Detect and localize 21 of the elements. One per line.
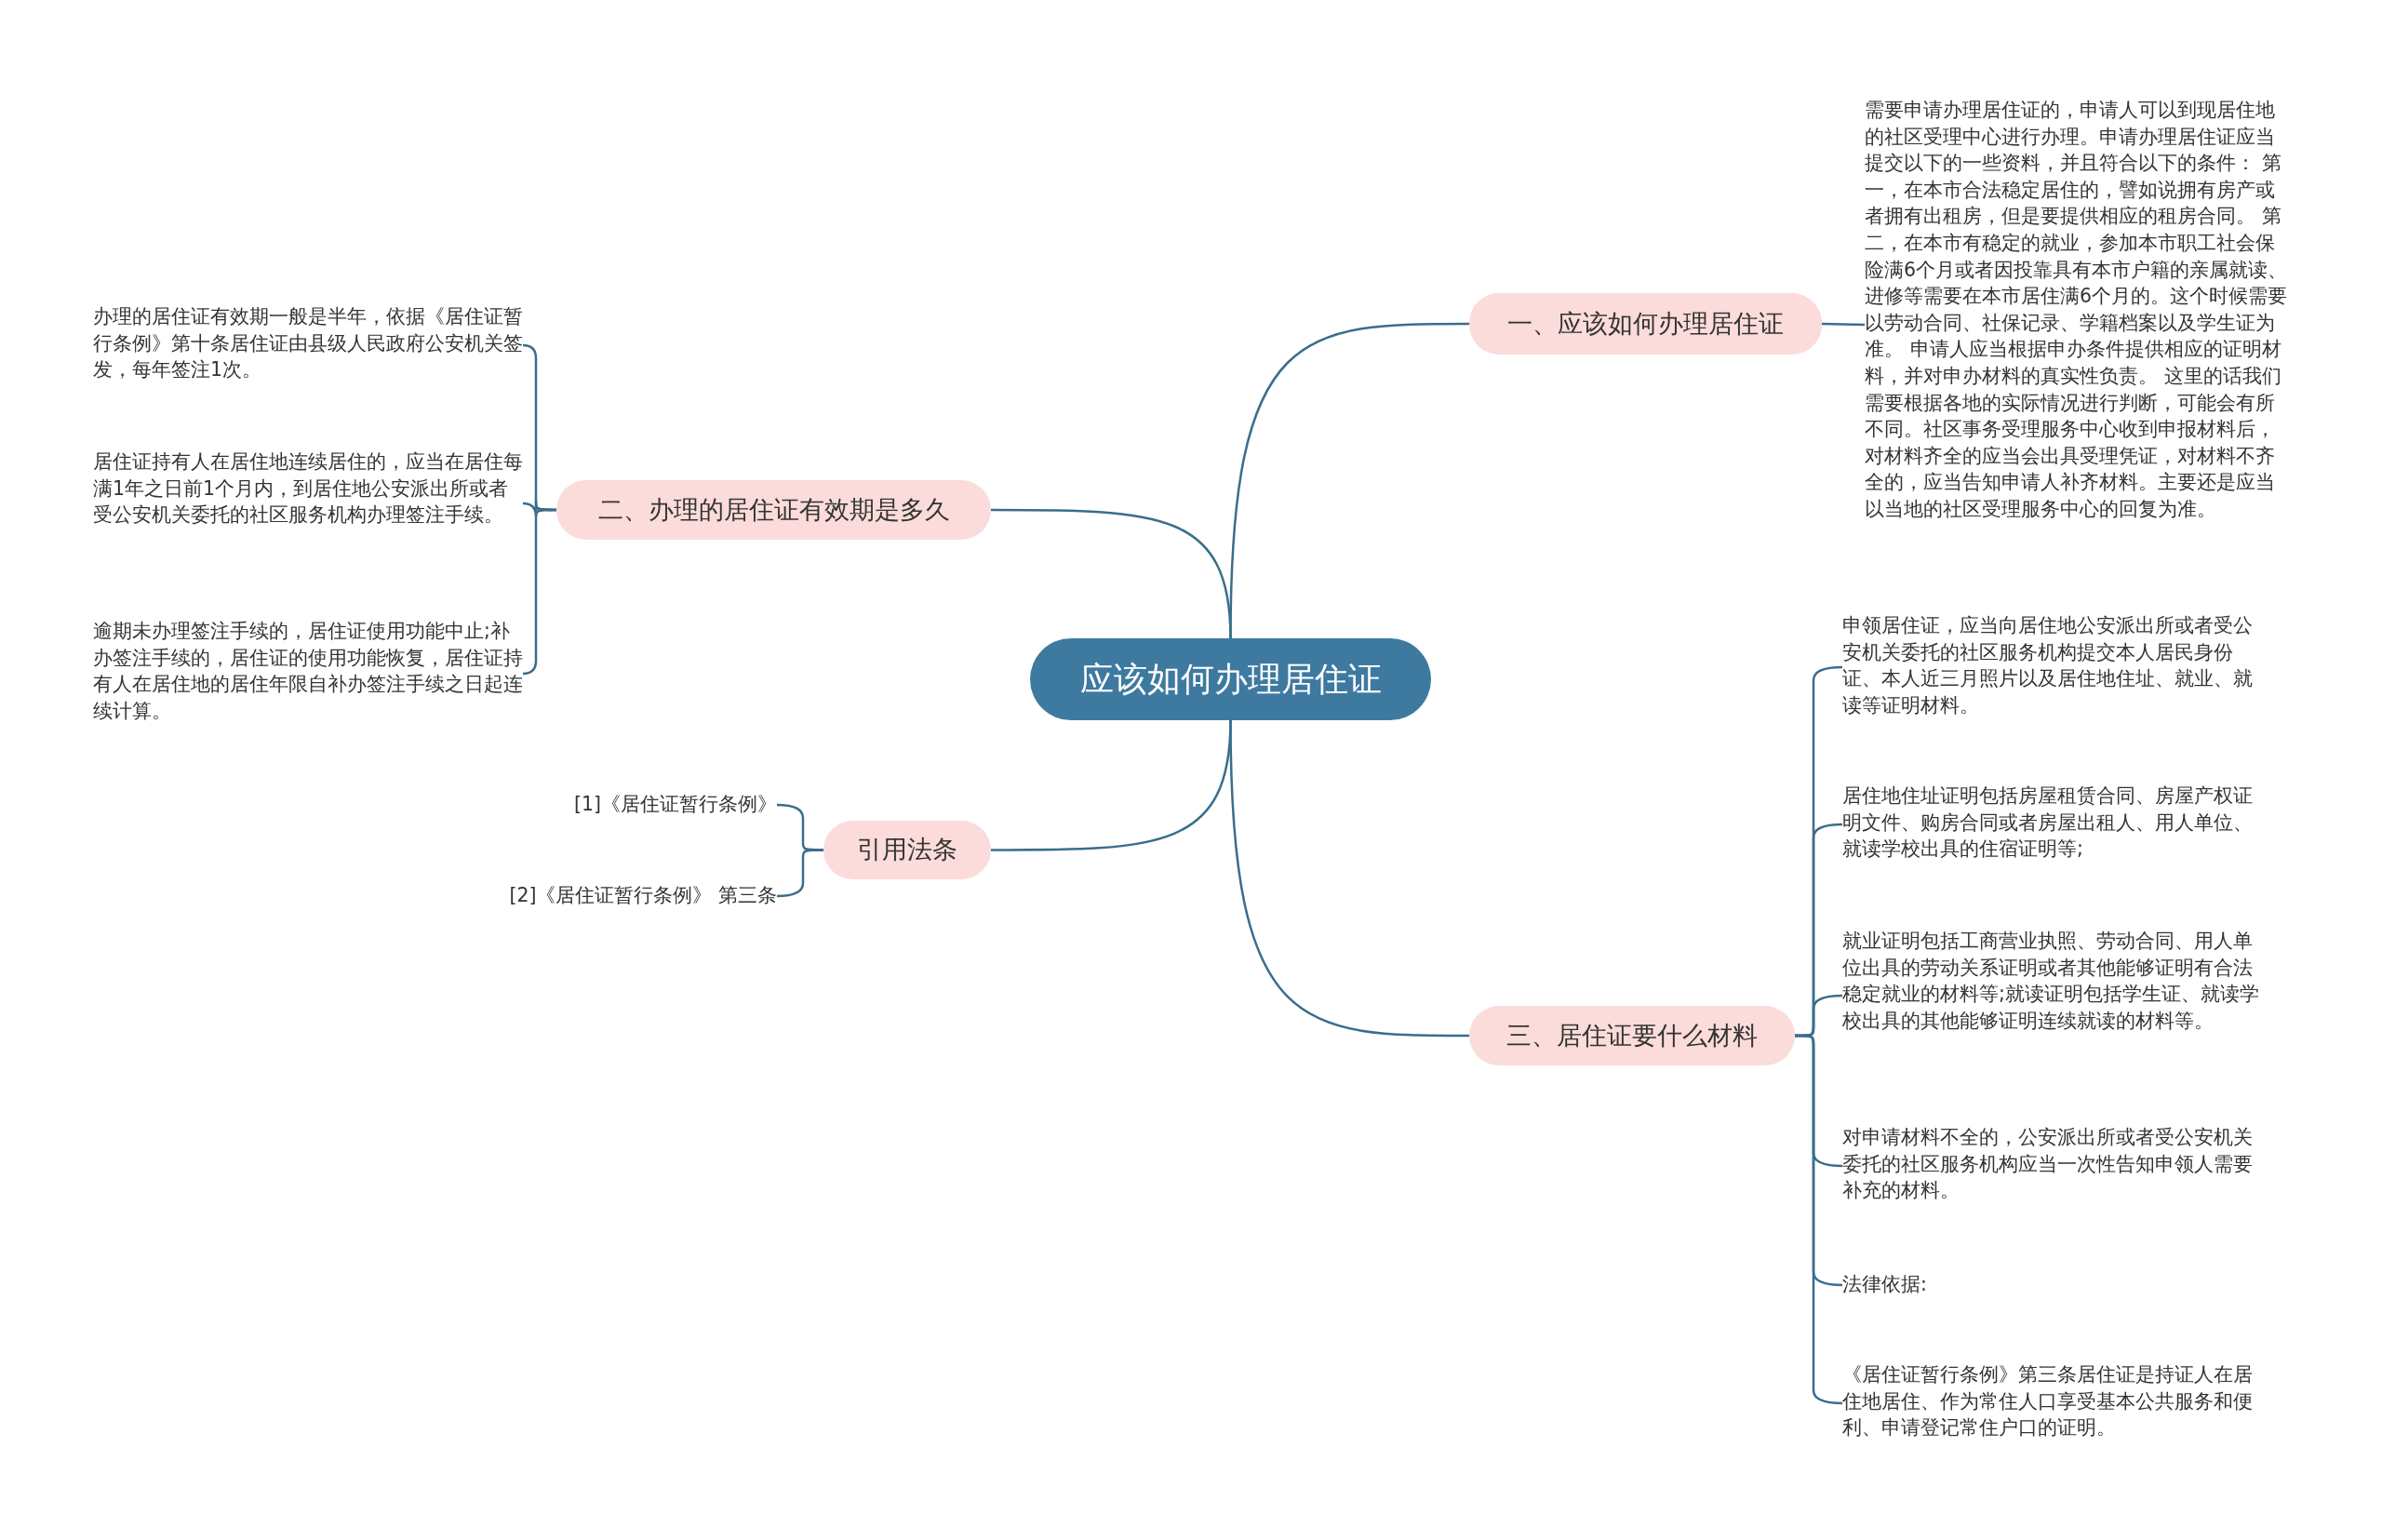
branch-topic: 引用法条 (823, 821, 991, 879)
note-text: 申领居住证，应当向居住地公安派出所或者受公安机关委托的社区服务机构提交本人居民身份证、本人近三月照片以及居住地住址、就业、就读等证明材料。 (1842, 612, 2270, 722)
note-text: [1]《居住证暂行条例》 (521, 791, 777, 819)
note-text: 需要申请办理居住证的，申请人可以到现居住地的社区受理中心进行办理。申请办理居住证应当提交以下的一些资料，并且符合以下的条件： 第一，在本市合法稳定居住的，譬如说拥有房产或者拥有出租房，但是要提供相应的租房合同。 第二，在本市有稳定的就业，参加本市职工社会保险满6个月或者因投靠具有本市户籍的亲属就读、进修等需要在本市居住满6个月的。这个时候需要以劳动合同、社保记录、学籍档案以及学生证为准。 申请人应当根据申办条件提供相应的证明材料，并对申办材料的真实性负责。 这里的话我们需要根据各地的实际情况进行判断，可能会有所不同。社区事务受理服务中心收到申报材料后，对材料齐全的应当会出具受理凭证，对材料不齐全的，应当告知申请人补齐材料。主要还是应当以当地的社区受理服务中心的回复为准。 (1865, 97, 2293, 553)
note-text: 就业证明包括工商营业执照、劳动合同、用人单位出具的劳动关系证明或者其他能够证明有合法稳定就业的材料等;就读证明包括学生证、就读学校出具的其他能够证明连续就读的材料等。 (1842, 928, 2270, 1064)
note-text: 居住地住址证明包括房屋租赁合同、房屋产权证明文件、购房合同或者房屋出租人、用人单位、就读学校出具的住宿证明等; (1842, 783, 2270, 866)
branch-topic: 三、居住证要什么材料 (1469, 1006, 1795, 1065)
note-text: 逾期未办理签注手续的，居住证使用功能中止;补办签注手续的，居住证的使用功能恢复，居住证持有人在居住地的居住年限自补办签注手续之日起连续计算。 (93, 618, 523, 730)
connector-line (1821, 322, 1866, 327)
connector-line (991, 508, 1232, 639)
note-text: 《居住证暂行条例》第三条居住证是持证人在居住地居住、作为常住人口享受基本公共服务和便利、申请登记常住户口的证明。 (1842, 1361, 2270, 1445)
branch-topic: 二、办理的居住证有效期是多久 (556, 480, 991, 540)
note-text: 办理的居住证有效期一般是半年，依据《居住证暂行条例》第十条居住证由县级人民政府公安机关签发，每年签注1次。 (93, 303, 523, 387)
note-text: 居住证持有人在居住地连续居住的，应当在居住每满1年之日前1个月内，到居住地公安派出所或者受公安机关委托的社区服务机构办理签注手续。 (93, 449, 523, 558)
note-text: [2]《居住证暂行条例》 第三条 (465, 882, 777, 910)
connector-line (1229, 719, 1469, 1038)
connector-line (522, 508, 556, 676)
note-text: 法律依据: (1842, 1271, 2270, 1299)
central-topic: 应该如何办理居住证 (1030, 638, 1431, 720)
branch-topic: 一、应该如何办理居住证 (1469, 293, 1822, 355)
note-text: 对申请材料不全的，公安派出所或者受公安机关委托的社区服务机构应当一次性告知申领人需要补充的材料。 (1842, 1124, 2270, 1208)
